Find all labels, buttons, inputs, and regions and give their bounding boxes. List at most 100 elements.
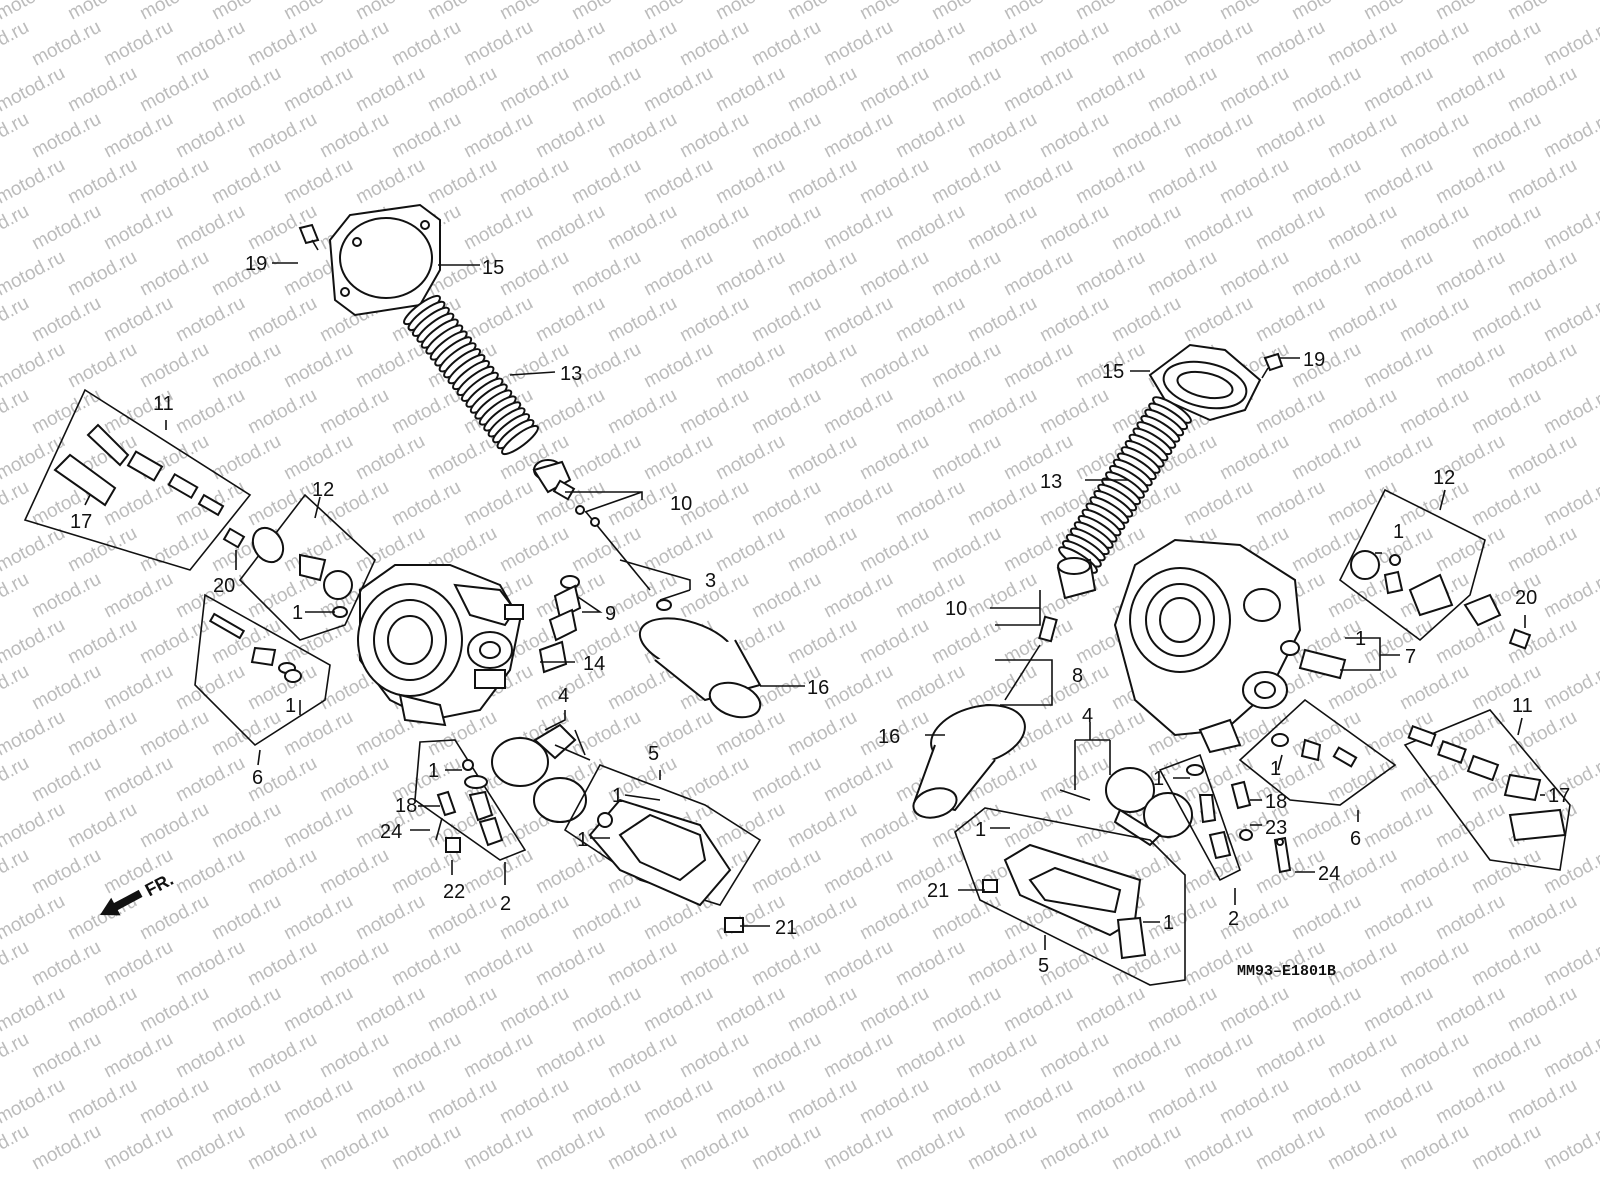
watermark-text: motod.ru: [928, 615, 1004, 669]
watermark-text: motod.ru: [172, 753, 248, 807]
watermark-text: motod.ru: [712, 339, 788, 393]
watermark-text: motod.ru: [280, 891, 356, 945]
watermark-text: motod.ru: [460, 1029, 536, 1083]
watermark-text: motod.ru: [856, 339, 932, 393]
watermark-text: motod.ru: [1396, 661, 1472, 715]
watermark-text: motod.ru: [1036, 201, 1112, 255]
watermark-text: motod.ru: [1144, 1075, 1220, 1129]
callout-number: 6: [1350, 828, 1361, 850]
watermark-text: motod.ru: [1360, 891, 1436, 945]
watermark-text: motod.ru: [820, 1121, 896, 1175]
watermark-text: motod.ru: [388, 1029, 464, 1083]
watermark-text: motod.ru: [1288, 63, 1364, 117]
callout-number: 4: [558, 685, 569, 707]
watermark-text: motod.ru: [1324, 201, 1400, 255]
watermark-text: motod.ru: [0, 983, 69, 1037]
watermark-text: motod.ru: [856, 63, 932, 117]
watermark-text: motod.ru: [712, 983, 788, 1037]
watermark-text: motod.ru: [1432, 0, 1508, 24]
watermark-text: motod.ru: [892, 661, 968, 715]
watermark-text: motod.ru: [1360, 799, 1436, 853]
watermark-text: motod.ru: [1288, 431, 1364, 485]
watermark-text: motod.ru: [568, 431, 644, 485]
watermark-text: motod.ru: [784, 339, 860, 393]
watermark-text: motod.ru: [424, 431, 500, 485]
callout-number: 23: [1265, 817, 1287, 839]
watermark-text: motod.ru: [208, 983, 284, 1037]
callout-number: 12: [312, 479, 334, 501]
watermark-text: motod.ru: [568, 247, 644, 301]
watermark-text: motod.ru: [100, 661, 176, 715]
watermark-text: motod.ru: [1108, 201, 1184, 255]
watermark-text: motod.ru: [1396, 201, 1472, 255]
watermark-text: motod.ru: [0, 201, 33, 255]
watermark-text: motod.ru: [0, 431, 69, 485]
callout-number: 15: [482, 257, 504, 279]
drawing-code: MM93–E1801B: [1237, 963, 1336, 980]
watermark-text: motod.ru: [856, 983, 932, 1037]
watermark-text: motod.ru: [1504, 1075, 1580, 1129]
watermark-text: motod.ru: [1360, 615, 1436, 669]
watermark-text: motod.ru: [100, 17, 176, 71]
callout-number: 17: [1548, 785, 1570, 807]
watermark-text: motod.ru: [352, 1075, 428, 1129]
watermark-text: motod.ru: [928, 431, 1004, 485]
watermark-layer: motod.rumotod.rumotod.rumotod.rumotod.ru…: [0, 0, 1600, 1174]
callout-number: 8: [1072, 665, 1083, 687]
watermark-text: motod.ru: [1180, 109, 1256, 163]
watermark-text: motod.ru: [784, 615, 860, 669]
part-fitting: [1463, 593, 1532, 650]
watermark-text: motod.ru: [172, 569, 248, 623]
watermark-text: motod.ru: [172, 293, 248, 347]
watermark-text: motod.ru: [1504, 431, 1580, 485]
watermark-text: motod.ru: [820, 569, 896, 623]
watermark-text: motod.ru: [820, 109, 896, 163]
callout-number: 3: [705, 570, 716, 592]
watermark-text: motod.ru: [208, 1075, 284, 1129]
watermark-text: motod.ru: [64, 0, 140, 24]
watermark-text: motod.ru: [532, 293, 608, 347]
watermark-text: motod.ru: [820, 477, 896, 531]
watermark-text: motod.ru: [0, 247, 69, 301]
watermark-text: motod.ru: [1432, 983, 1508, 1037]
watermark-text: motod.ru: [964, 109, 1040, 163]
watermark-text: motod.ru: [316, 753, 392, 807]
watermark-text: motod.ru: [352, 983, 428, 1037]
watermark-text: motod.ru: [28, 661, 104, 715]
callout-number: 5: [648, 743, 659, 765]
callout-number: 1: [975, 819, 986, 841]
watermark-text: motod.ru: [1108, 1029, 1184, 1083]
watermark-text: motod.ru: [1000, 339, 1076, 393]
watermark-text: motod.ru: [136, 155, 212, 209]
watermark-text: motod.ru: [388, 385, 464, 439]
watermark-text: motod.ru: [1468, 385, 1544, 439]
watermark-text: motod.ru: [640, 983, 716, 1037]
watermark-text: motod.ru: [172, 937, 248, 991]
watermark-text: motod.ru: [1072, 0, 1148, 24]
watermark-text: motod.ru: [0, 569, 33, 623]
watermark-text: motod.ru: [28, 1029, 104, 1083]
watermark-text: motod.ru: [0, 293, 33, 347]
callout-number: 12: [1433, 467, 1455, 489]
watermark-text: motod.ru: [244, 937, 320, 991]
watermark-text: motod.ru: [316, 1121, 392, 1175]
watermark-text: motod.ru: [136, 799, 212, 853]
watermark-text: motod.ru: [1144, 891, 1220, 945]
watermark-text: motod.ru: [1036, 1029, 1112, 1083]
watermark-text: motod.ru: [928, 339, 1004, 393]
callout-number: 1: [1355, 628, 1366, 650]
watermark-text: motod.ru: [1144, 155, 1220, 209]
watermark-text: motod.ru: [1108, 293, 1184, 347]
watermark-text: motod.ru: [100, 937, 176, 991]
watermark-text: motod.ru: [0, 891, 69, 945]
watermark-text: motod.ru: [820, 845, 896, 899]
part-float-chamber: [954, 807, 1186, 986]
callout-number: 16: [807, 677, 829, 699]
watermark-text: motod.ru: [892, 1121, 968, 1175]
watermark-text: motod.ru: [1216, 431, 1292, 485]
watermark-text: motod.ru: [388, 1121, 464, 1175]
watermark-text: motod.ru: [748, 109, 824, 163]
watermark-text: motod.ru: [712, 247, 788, 301]
watermark-text: motod.ru: [820, 1029, 896, 1083]
